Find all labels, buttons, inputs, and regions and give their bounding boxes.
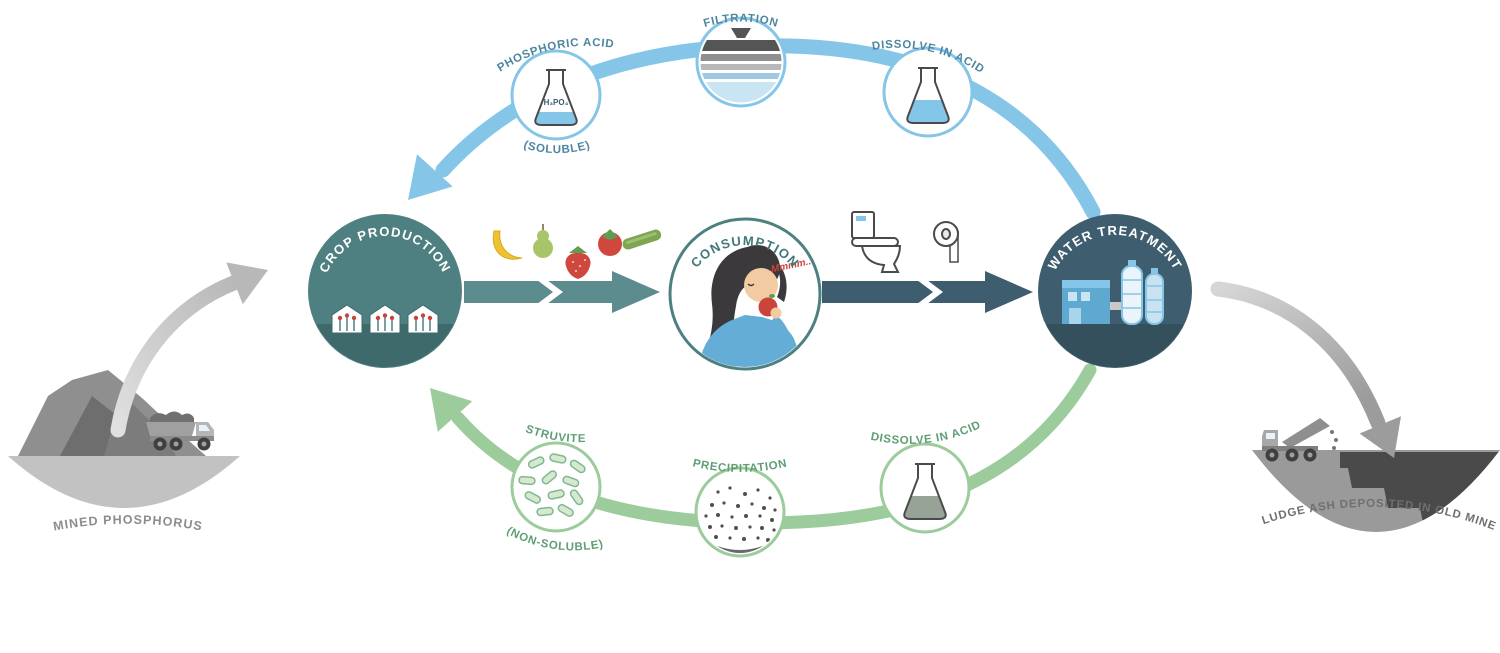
- filtration-node: FILTRATION: [695, 12, 787, 108]
- treatment-to-mine-arrow: [1210, 281, 1401, 458]
- food-icons: [492, 224, 662, 279]
- precipitation-node: PRECIPITATION: [692, 457, 789, 558]
- dissolve-acid-bottom-label: DISSOLVE IN ACID: [870, 419, 983, 447]
- acid-flask-bottom-icon: [903, 463, 947, 520]
- water-treatment-node: WATER TREATMENT: [1038, 214, 1192, 368]
- h3po4-formula: H₃PO₄: [544, 98, 569, 107]
- cucumber-icon: [622, 229, 662, 250]
- banana-icon: [492, 230, 523, 260]
- tomato-icon: [598, 229, 622, 256]
- consumption-node: Mmmm... CONSUMPTION: [668, 217, 822, 371]
- struvite-node: STRUVITE (NON-SOLUBLE): [505, 423, 604, 553]
- phosphoric-acid-flask-icon: H₃PO₄: [534, 69, 578, 126]
- consumption-to-treatment-arrow: [822, 271, 1033, 313]
- mined-phosphorus-label: MINED PHOSPHORUS: [52, 513, 204, 534]
- strawberry-icon: [565, 246, 591, 279]
- pear-icon: [533, 224, 553, 258]
- ground-mound: [8, 456, 240, 508]
- woman-eating-apple-icon: Mmmm...: [698, 245, 815, 367]
- green-arrowhead: [430, 388, 473, 432]
- arrowhead: [1359, 416, 1401, 458]
- struvite-crystals-icon: [518, 453, 586, 517]
- filtration-label: FILTRATION: [702, 12, 780, 30]
- treatment-plant-icon: [1039, 260, 1191, 367]
- soluble-label: (SOLUBLE): [522, 139, 592, 156]
- arrowhead: [226, 262, 268, 305]
- dumping-truck-icon: [1262, 418, 1338, 462]
- toilet-icon: [851, 211, 902, 273]
- crop-to-consumption-arrow: [464, 271, 660, 313]
- crop-production-node: CROP PRODUCTION: [308, 214, 462, 368]
- toilet-paper-icon: [933, 221, 959, 263]
- struvite-label: STRUVITE: [524, 423, 586, 445]
- acid-flask-top-icon: [906, 67, 950, 124]
- mine-pit-icon: [1340, 452, 1500, 532]
- precipitation-label: PRECIPITATION: [692, 457, 789, 475]
- blue-arrowhead: [408, 154, 453, 200]
- mined-to-crop-arrow: [110, 262, 268, 438]
- sanitation-icons: [851, 211, 959, 273]
- mining-truck-icon: [146, 411, 214, 451]
- mined-phosphorus-group: MINED PHOSPHORUS: [8, 262, 268, 534]
- phosphoric-acid-node: H₃PO₄ PHOSPHORIC ACID (SOLUBLE): [495, 37, 614, 156]
